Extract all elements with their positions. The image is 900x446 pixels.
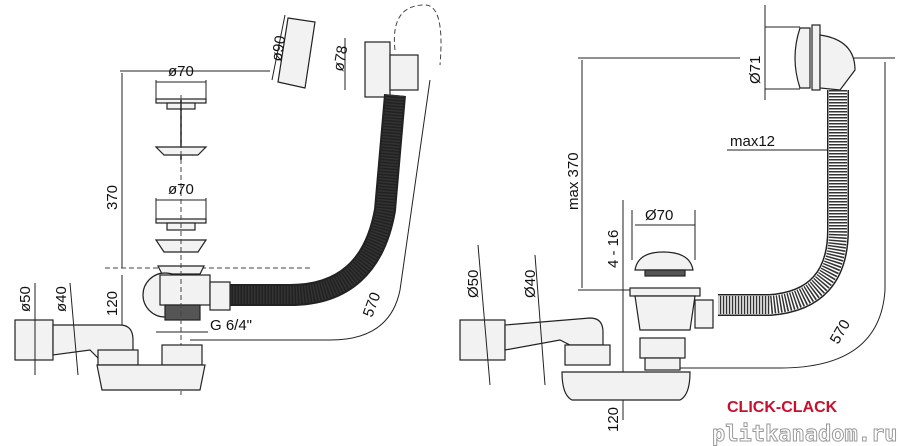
trap-bowl — [96, 364, 206, 391]
left-diagram: ø70 ø70 ø90 ø78 370 120 ø50 ø40 G 6/4" 5… — [14, 4, 442, 395]
label-outlet-outer: ø50 — [17, 286, 34, 312]
label-overflow-diameter-right: Ø71 — [747, 56, 764, 84]
label-trap-height: 120 — [104, 291, 121, 316]
right-diagram: Ø71 max 370 max12 Ø70 4 - 16 Ø50 Ø40 570… — [459, 5, 895, 432]
overflow-cover — [277, 17, 316, 89]
label-plug-top-diameter: ø70 — [168, 63, 194, 80]
label-hose-length: 570 — [360, 290, 385, 319]
label-outlet-outer-right: Ø50 — [465, 270, 482, 298]
label-overflow-diameter: ø90 — [268, 34, 289, 62]
label-thread: G 6/4" — [210, 317, 252, 334]
watermark: plitkanadom.ru — [712, 422, 897, 446]
outlet-pipe — [14, 319, 54, 361]
label-max-height: max 370 — [565, 152, 582, 210]
label-max-wall: max12 — [730, 133, 775, 150]
brand-label: CLICK-CLACK — [727, 399, 838, 416]
click-clack-plug — [634, 251, 694, 271]
label-overflow-nut-diameter: ø78 — [330, 44, 351, 72]
chain — [393, 4, 442, 66]
label-trap-height-right: 120 — [605, 407, 622, 432]
label-plug-range: 4 - 16 — [605, 230, 622, 268]
label-height: 370 — [104, 185, 121, 210]
label-outlet-inner-right: Ø40 — [522, 270, 539, 298]
drain-body-right — [634, 295, 696, 331]
overflow-cover-right — [794, 27, 811, 89]
dim-570-line — [190, 79, 431, 341]
overflow-nut — [364, 41, 391, 98]
label-plug-lower-diameter: ø70 — [168, 181, 194, 198]
label-hose-length-right: 570 — [827, 317, 854, 347]
dim-570-line-right — [660, 62, 886, 369]
outlet-pipe-right — [459, 319, 506, 361]
label-outlet-inner: ø40 — [53, 286, 70, 312]
label-plug-diameter-right: Ø70 — [645, 207, 673, 224]
trap-bowl-right — [561, 371, 691, 401]
